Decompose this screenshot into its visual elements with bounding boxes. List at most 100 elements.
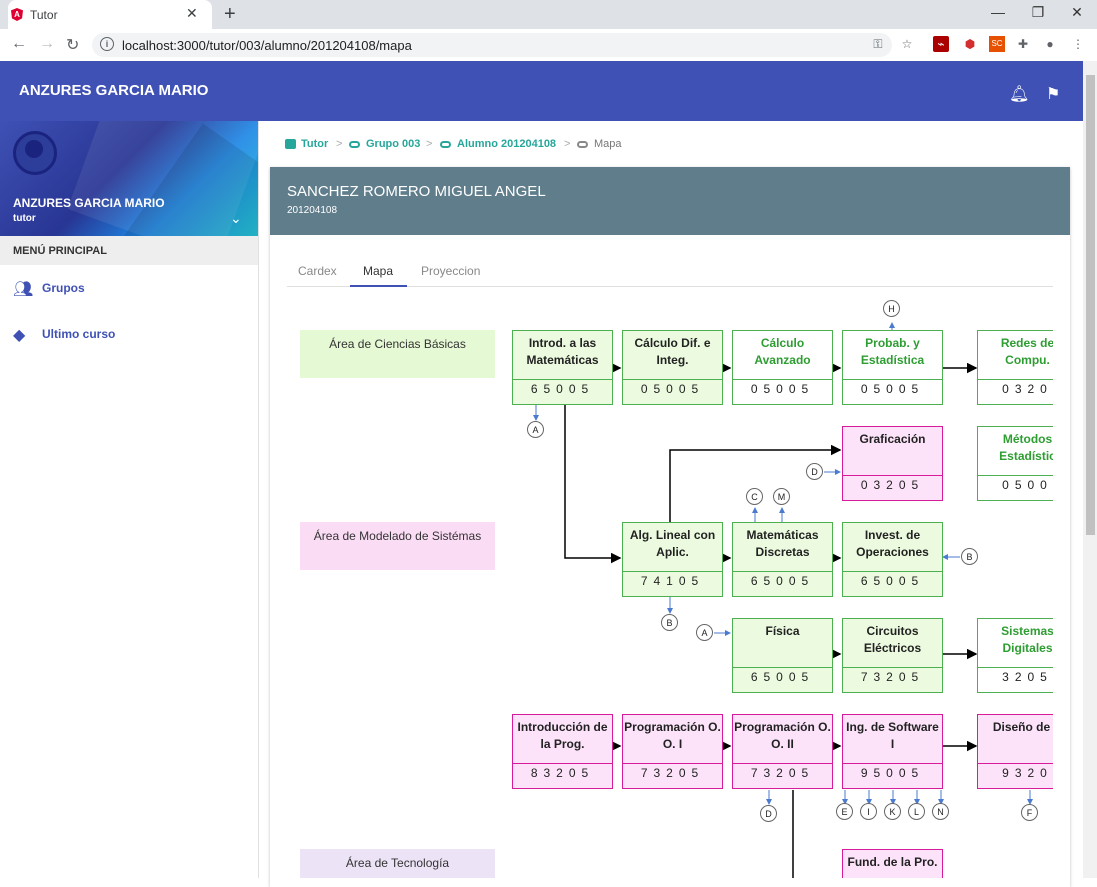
course-box[interactable]: Matemáticas Discretas 65005: [732, 522, 833, 597]
tutor-icon: [285, 139, 296, 149]
course-code: 74105: [623, 571, 722, 598]
new-tab-button[interactable]: +: [224, 3, 236, 25]
app-title: ANZURES GARCIA MARIO: [19, 82, 209, 99]
tab-cardex[interactable]: Cardex: [298, 264, 337, 278]
flag-icon[interactable]: ⚑: [1046, 86, 1061, 103]
connector-circle: A: [696, 624, 713, 641]
connector-circle: A: [527, 421, 544, 438]
course-name: Invest. de Operaciones: [856, 528, 929, 559]
course-box[interactable]: Programación O. O. II 73205: [732, 714, 833, 789]
tabs-divider: [287, 286, 1053, 287]
back-icon[interactable]: ←: [11, 35, 27, 52]
area-modelado: Área de Modelado de Sistémas: [300, 522, 495, 570]
course-box[interactable]: Redes de Compu. 0320: [977, 330, 1053, 405]
student-id: 201204108: [287, 205, 338, 216]
course-name: Métodos Estadístic: [999, 432, 1053, 463]
course-code: 73205: [843, 667, 942, 694]
course-name: Circuitos Eléctricos: [863, 624, 922, 655]
course-box[interactable]: Invest. de Operaciones 65005: [842, 522, 943, 597]
course-name: Graficación: [859, 432, 926, 446]
breadcrumb-separator: >: [564, 138, 571, 150]
course-name: Alg. Lineal con Aplic.: [629, 528, 716, 559]
breadcrumb-tutor[interactable]: Tutor: [301, 138, 329, 150]
course-name: Sistemas Digitales: [1001, 624, 1053, 655]
tab-proyeccion[interactable]: Proyeccion: [421, 264, 481, 278]
menu-header: [0, 236, 258, 265]
map-icon: [577, 141, 588, 148]
account-icon[interactable]: ●: [1046, 37, 1054, 51]
course-name: Introducción de la Prog.: [517, 720, 608, 751]
course-name: Cálculo Dif. e Integ.: [634, 336, 711, 367]
chevron-down-icon[interactable]: ⌄: [230, 210, 242, 226]
course-name: Redes de Compu.: [1000, 336, 1053, 367]
course-name: Ing. de Software I: [846, 720, 939, 751]
course-box[interactable]: Alg. Lineal con Aplic. 74105: [622, 522, 723, 597]
close-window-button[interactable]: ✕: [1071, 4, 1083, 20]
connector-circle: K: [884, 803, 901, 820]
course-box[interactable]: Introd. a las Matemáticas 65005: [512, 330, 613, 405]
course-box[interactable]: Física 65005: [732, 618, 833, 693]
course-code: 3205: [978, 667, 1053, 694]
course-box[interactable]: Graficación 03205: [842, 426, 943, 501]
course-name: Matemáticas Discretas: [746, 528, 819, 559]
menu-kebab-icon[interactable]: ⋮: [1072, 37, 1084, 51]
course-name: Cálculo Avanzado: [754, 336, 811, 367]
course-code: 03205: [843, 475, 942, 502]
browser-tab[interactable]: [8, 0, 212, 29]
star-icon[interactable]: ☆: [901, 37, 913, 51]
breadcrumb-alumno[interactable]: Alumno 201204108: [457, 138, 557, 150]
breadcrumb-separator: >: [426, 138, 433, 150]
course-box[interactable]: Probab. y Estadística 05005: [842, 330, 943, 405]
sidebar-item-grupos[interactable]: Grupos: [42, 281, 85, 295]
connector-circle: I: [860, 803, 877, 820]
connector-circle: N: [932, 803, 949, 820]
people-icon: 👥︎: [13, 281, 34, 298]
course-code: 65005: [513, 379, 612, 406]
course-box[interactable]: Cálculo Dif. e Integ. 05005: [622, 330, 723, 405]
course-code: 73205: [623, 763, 722, 790]
reload-icon[interactable]: ↻: [66, 37, 80, 54]
minimize-button[interactable]: —: [991, 4, 1005, 20]
course-box[interactable]: Diseño de B 9320: [977, 714, 1053, 789]
course-box[interactable]: Métodos Estadístic 0500: [977, 426, 1053, 501]
course-box[interactable]: Circuitos Eléctricos 73205: [842, 618, 943, 693]
scrollbar-thumb[interactable]: [1086, 75, 1095, 535]
bell-icon[interactable]: 🔔︎: [1009, 86, 1030, 103]
course-code: 65005: [733, 667, 832, 694]
sidebar-item-ultimo-curso[interactable]: Ultimo curso: [42, 327, 116, 341]
key-icon[interactable]: ⚿: [873, 37, 883, 51]
course-code: 83205: [513, 763, 612, 790]
course-code: 05005: [733, 379, 832, 406]
course-box[interactable]: Programación O. O. I 73205: [622, 714, 723, 789]
course-name: Diseño de B: [992, 720, 1051, 734]
connector-circle: H: [883, 300, 900, 317]
area-tecnologia: Área de Tecnología: [300, 849, 495, 878]
connector-circle: M: [773, 488, 790, 505]
course-box[interactable]: Ing. de Software I 95005: [842, 714, 943, 789]
breadcrumb-grupo[interactable]: Grupo 003: [366, 138, 421, 150]
forward-icon[interactable]: →: [39, 35, 55, 52]
extension-icon[interactable]: ⬢: [964, 37, 976, 51]
course-name: Programación O. O. II: [734, 720, 831, 751]
course-name: Programación O. O. I: [624, 720, 721, 751]
course-name: Física: [765, 624, 800, 638]
omnibox[interactable]: [92, 33, 892, 57]
connector-circle: D: [806, 463, 823, 480]
url-text[interactable]: localhost:3000/tutor/003/alumno/20120410…: [122, 38, 412, 53]
course-name: Introd. a las Matemáticas: [526, 336, 599, 367]
course-box[interactable]: Sistemas Digitales 3205: [977, 618, 1053, 693]
course-box[interactable]: Fund. de la Pro.: [842, 849, 943, 878]
restore-button[interactable]: ❐: [1031, 4, 1045, 20]
close-tab-icon[interactable]: ✕: [186, 5, 198, 21]
connector-circle: L: [908, 803, 925, 820]
tab-mapa[interactable]: Mapa: [363, 264, 394, 278]
sc-extension-icon[interactable]: SC: [989, 36, 1005, 52]
avatar-silhouette-icon: [25, 140, 43, 158]
prerequisite-arrows: [533, 322, 1033, 878]
info-icon[interactable]: i: [100, 37, 114, 51]
pdf-extension-icon[interactable]: ⌁: [933, 36, 949, 52]
puzzle-icon[interactable]: ✚: [1017, 37, 1029, 51]
course-box[interactable]: Introducción de la Prog. 83205: [512, 714, 613, 789]
course-box[interactable]: Cálculo Avanzado 05005: [732, 330, 833, 405]
course-name: Fund. de la Pro.: [847, 855, 938, 869]
